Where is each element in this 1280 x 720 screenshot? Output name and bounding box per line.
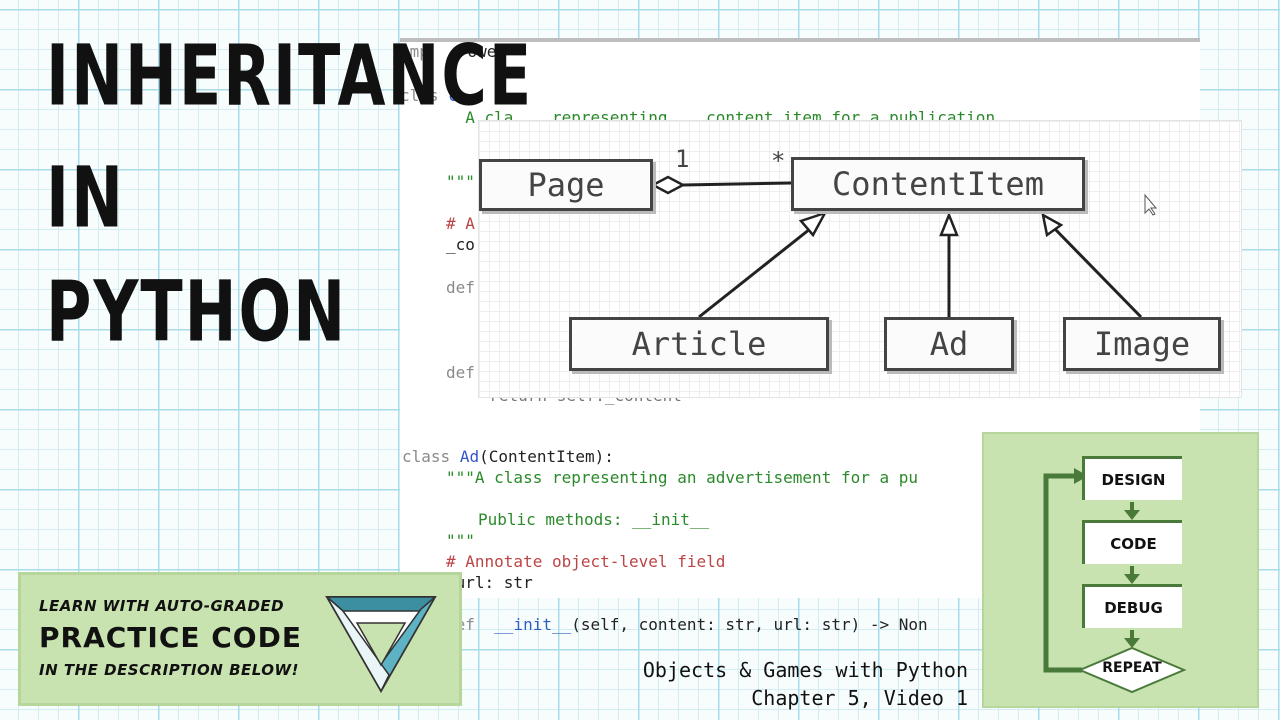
code-line-ad-public: Public methods: __init__ bbox=[478, 510, 710, 529]
uml-class-content-item: ContentItem bbox=[791, 157, 1085, 211]
ad-inheritance-arrow-icon bbox=[939, 211, 959, 237]
code-line-ad-doc: """A class representing an advertisement… bbox=[446, 468, 919, 487]
uml-connectors bbox=[650, 175, 1158, 319]
loop-arrow-icon bbox=[1074, 468, 1088, 484]
workflow-step-repeat: REPEAT bbox=[1102, 660, 1162, 676]
code-line-ad-doc-end: """ bbox=[446, 531, 475, 550]
aggregation-diamond-icon bbox=[650, 175, 686, 195]
mouse-cursor-icon bbox=[1144, 193, 1158, 216]
code-line-ad-def: def __init__(self, content: str, url: st… bbox=[446, 615, 928, 634]
practice-line-1: LEARN WITH AUTO-GRADED bbox=[39, 597, 285, 615]
uml-class-article: Article bbox=[569, 317, 829, 371]
title-line-2: IN bbox=[46, 148, 125, 247]
article-inheritance-line bbox=[698, 223, 816, 319]
article-inheritance-arrow-icon bbox=[798, 210, 828, 238]
code-line-ad-comment: # Annotate object-level field bbox=[446, 552, 726, 571]
code-line-class-ad: class Ad(ContentItem): bbox=[402, 447, 614, 466]
arrow-down-icon bbox=[1124, 510, 1140, 520]
uml-class-image: Image bbox=[1063, 317, 1221, 371]
title-line-3: PYTHON bbox=[46, 262, 348, 361]
chapter-label: Chapter 5, Video 1 bbox=[751, 686, 968, 710]
practice-line-2: PRACTICE CODE bbox=[39, 621, 302, 654]
image-inheritance-arrow-icon bbox=[1041, 212, 1064, 238]
arrow-down-icon bbox=[1124, 638, 1140, 648]
workflow-diagram: DESIGN CODE DEBUG REPEAT bbox=[982, 432, 1259, 708]
workflow-step-code: CODE bbox=[1082, 520, 1182, 564]
editor-top-border bbox=[400, 38, 1200, 42]
code-line-def-1: def bbox=[446, 278, 475, 297]
image-inheritance-line bbox=[1053, 227, 1143, 319]
workflow-arrows bbox=[1043, 468, 1187, 694]
workflow-step-debug: DEBUG bbox=[1082, 584, 1182, 628]
penrose-triangle-logo-icon bbox=[325, 596, 437, 694]
code-line-class: clas c bbox=[400, 86, 458, 105]
code-line-field: _co bbox=[446, 235, 475, 254]
code-line-def-2: def bbox=[446, 363, 475, 382]
repeat-diamond bbox=[1077, 646, 1187, 694]
practice-code-banner[interactable]: LEARN WITH AUTO-GRADED PRACTICE CODE IN … bbox=[18, 572, 462, 706]
uml-class-page: Page bbox=[479, 159, 653, 211]
uml-class-ad: Ad bbox=[884, 317, 1014, 371]
code-line-import: imp rower bbox=[400, 42, 506, 61]
code-line-comment: # A bbox=[446, 214, 475, 233]
workflow-step-design: DESIGN bbox=[1082, 456, 1182, 500]
code-line-triple-quote: """ bbox=[446, 172, 475, 191]
title-line-1: INHERITANCE bbox=[46, 26, 534, 125]
arrow-down-icon bbox=[1124, 574, 1140, 584]
uml-diagram: Page ContentItem Article Ad Image 1 * bbox=[478, 120, 1242, 398]
practice-line-3: IN THE DESCRIPTION BELOW! bbox=[39, 661, 299, 679]
multiplicity-many: * bbox=[771, 147, 786, 175]
series-title: Objects & Games with Python bbox=[642, 658, 968, 682]
multiplicity-one: 1 bbox=[675, 145, 690, 173]
aggregation-line bbox=[682, 181, 792, 187]
